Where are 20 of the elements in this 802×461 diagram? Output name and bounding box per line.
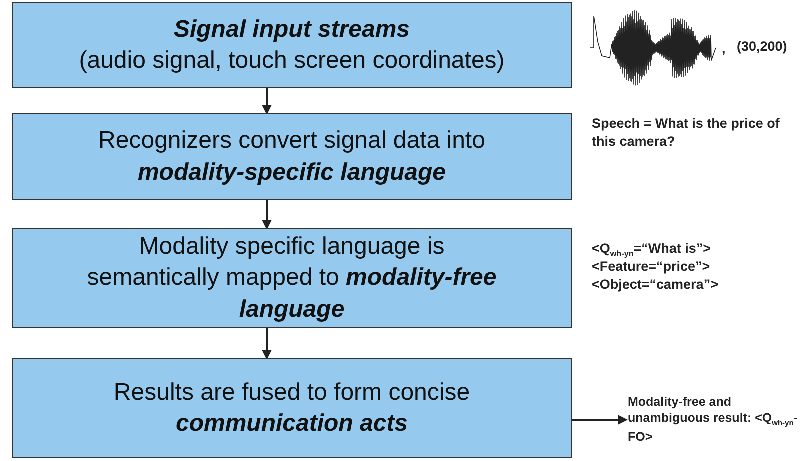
- arrow: [262, 200, 272, 230]
- arrow: [572, 415, 628, 425]
- box-text: (audio signal, touch screen coordinates): [79, 46, 505, 76]
- result-text: Modality-free and unambiguous result: <Q$_{wh-yn}$-FO>: [628, 394, 799, 445]
- arrow: [262, 88, 272, 115]
- process-box: [12, 228, 572, 328]
- speech-note: Speech = What is the price of this camera?: [592, 115, 781, 150]
- box-text: Results are fused to form concise communication acts: [112, 378, 472, 439]
- process-box: [12, 358, 572, 458]
- touch-coordinates: (30,200): [737, 38, 788, 56]
- comma: ,: [722, 40, 727, 58]
- semantic-tag: <Q$_{wh-yn}$=“What is”>: [592, 240, 802, 260]
- process-box: [12, 113, 572, 200]
- box-text: Recognizers convert signal data into modality-specific language: [98, 126, 486, 188]
- box-text: Modality specific language is semantically mapped to modality-free language: [86, 232, 498, 325]
- semantic-tag: <Feature=“price”>: [592, 258, 802, 276]
- semantic-tag: <Object=“camera”>: [592, 276, 802, 294]
- box-heading: Signal input streams: [174, 14, 410, 45]
- process-box: [12, 2, 572, 88]
- arrow: [262, 328, 272, 360]
